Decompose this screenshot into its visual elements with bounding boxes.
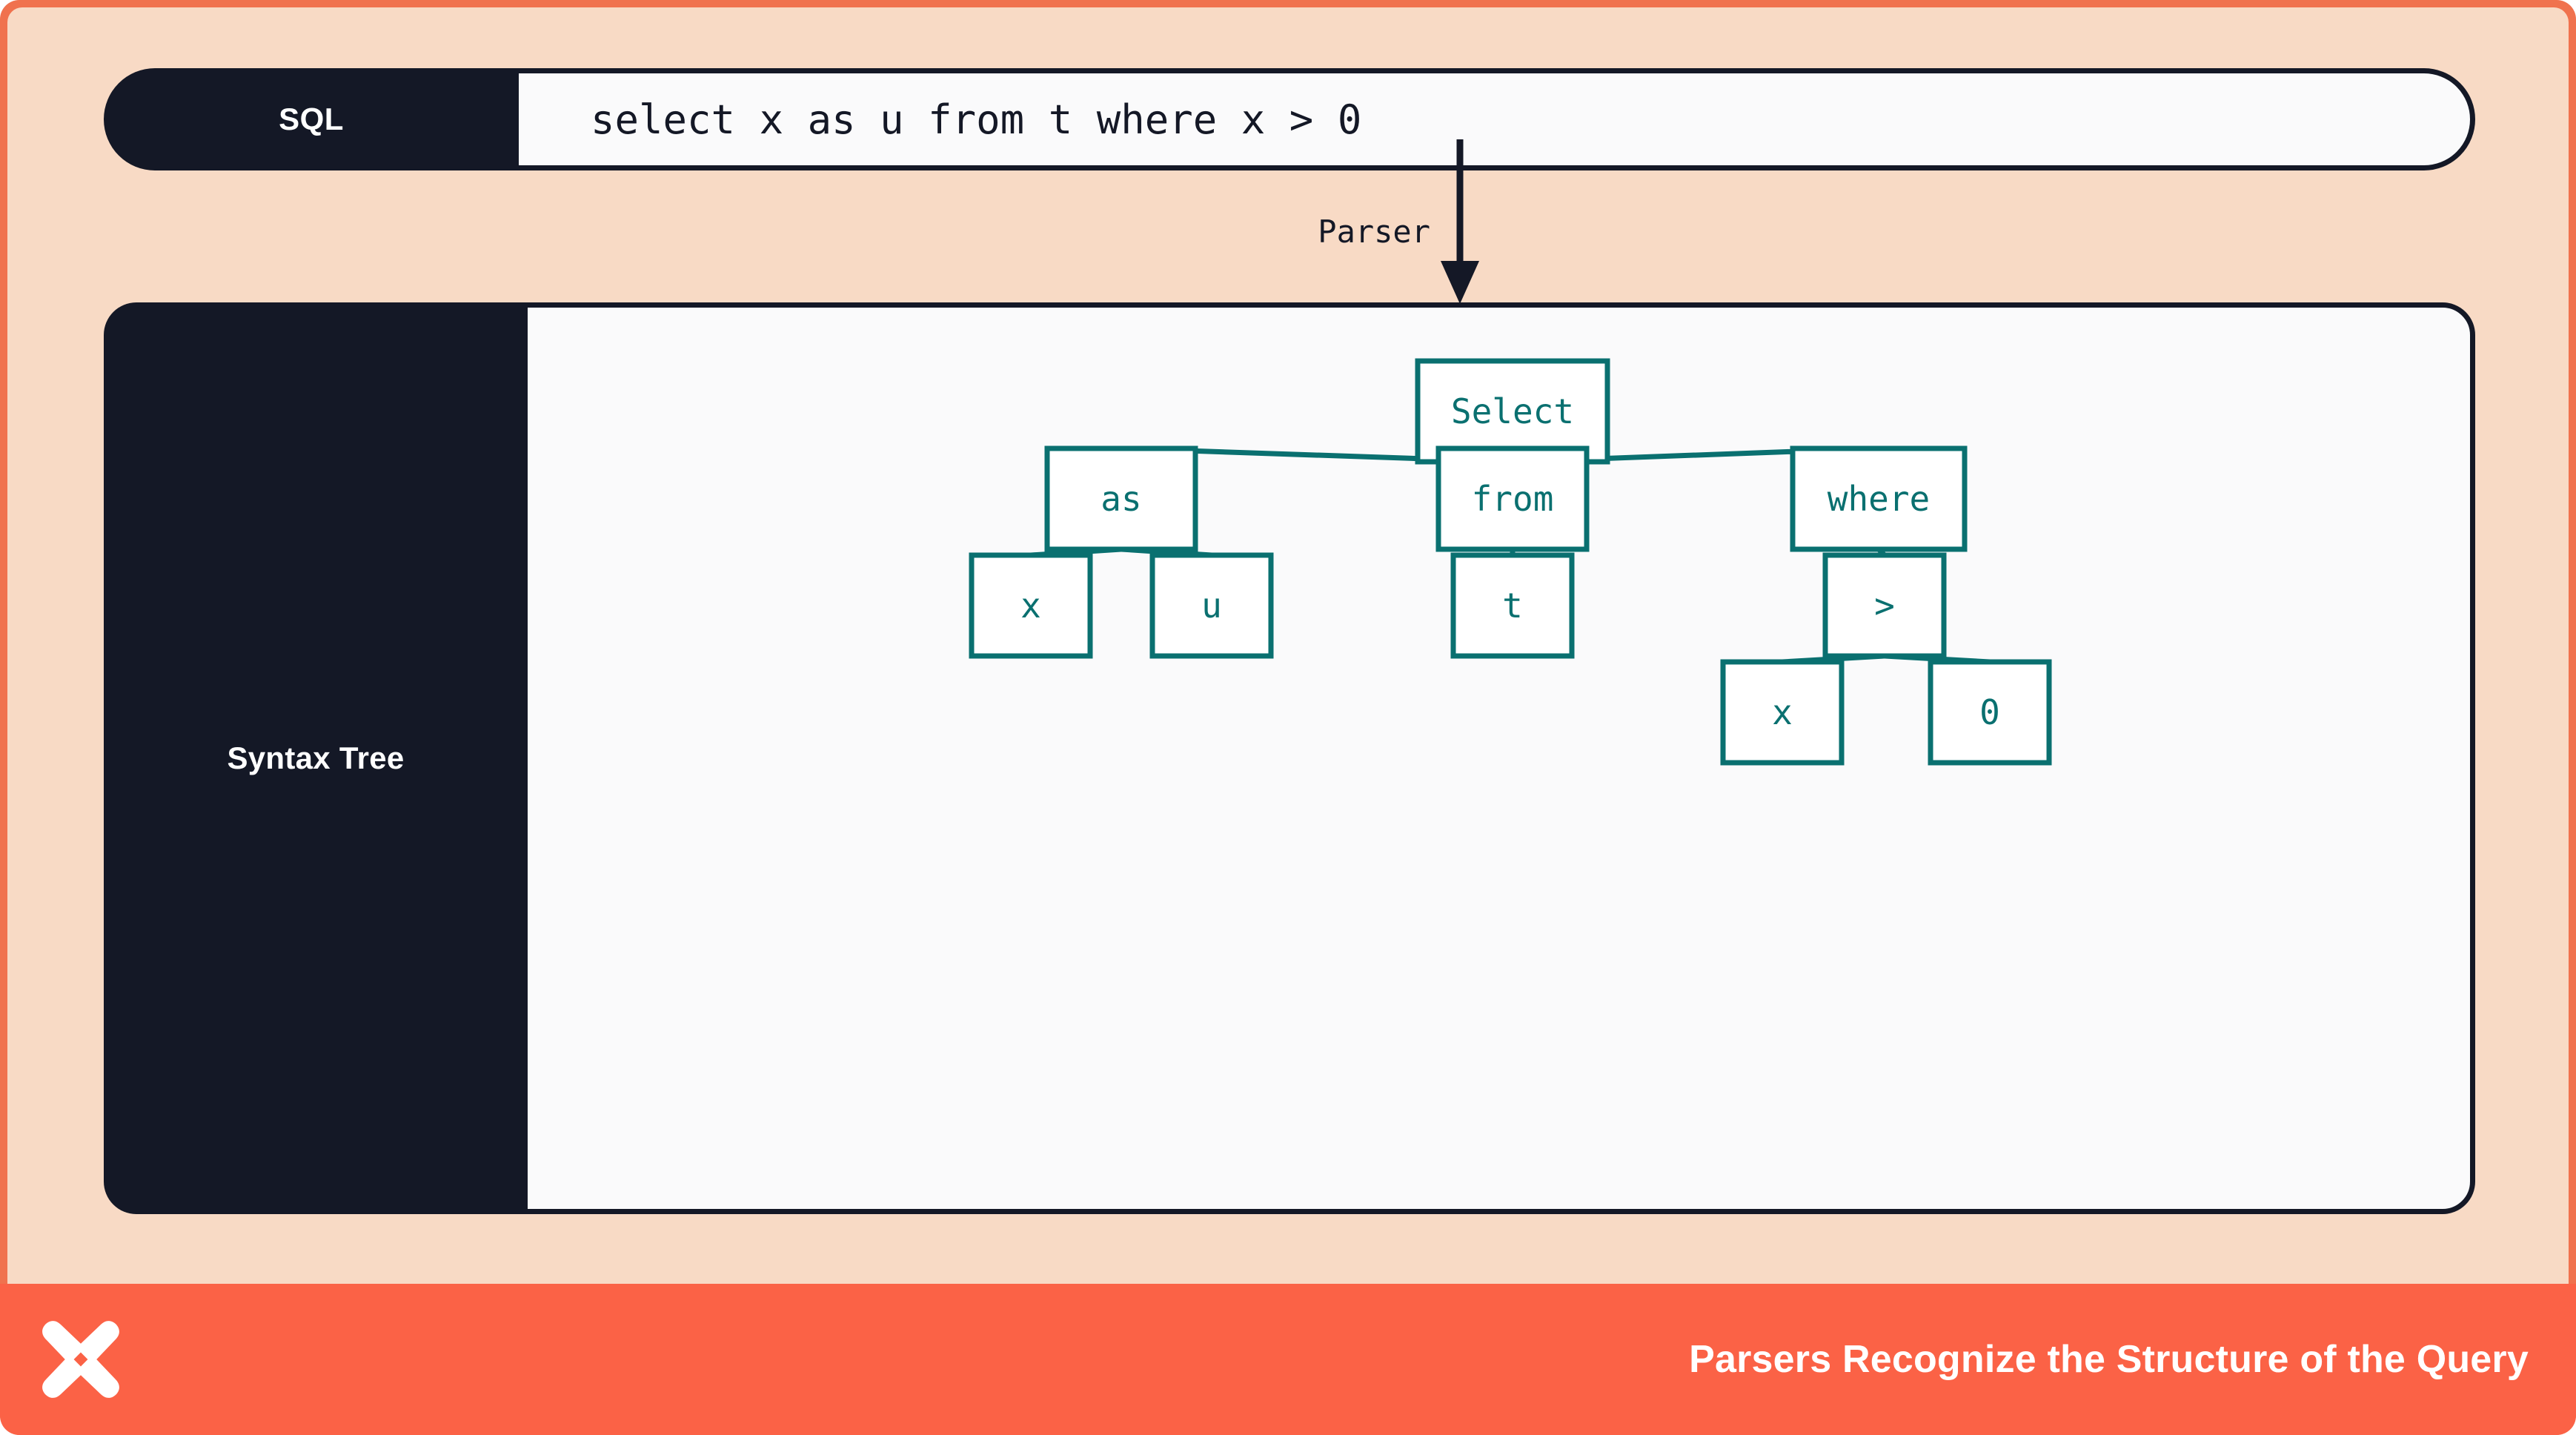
- syntax-tree-panel: Syntax Tree Select as from where x u t > x 0: [104, 302, 2475, 1214]
- tree-node-box: [1790, 445, 1968, 552]
- sql-query-box[interactable]: select x as u from t where x > 0: [504, 68, 2475, 170]
- tree-node-box: [969, 552, 1093, 659]
- tree-node-label: u: [1201, 586, 1222, 626]
- tree-node[interactable]: from: [1435, 445, 1590, 552]
- tree-node-label: >: [1874, 586, 1895, 626]
- tree-node-label: 0: [1979, 692, 2000, 732]
- syntax-tree-label: Syntax Tree: [227, 740, 405, 775]
- tree-node-box: [1450, 552, 1575, 659]
- sql-input-row: SQL select x as u from t where x > 0: [104, 68, 2475, 170]
- tree-node[interactable]: as: [1044, 445, 1198, 552]
- arrow-down-icon: [1441, 139, 1479, 304]
- parser-label: Parser: [1318, 213, 1430, 250]
- syntax-tree-canvas: Select as from where x u t > x 0: [504, 302, 2475, 1214]
- sql-label-pill: SQL: [104, 68, 519, 170]
- tree-node-label: from: [1472, 479, 1554, 519]
- tree-node-label: x: [1020, 586, 1041, 626]
- tree-node-box: [1822, 552, 1947, 659]
- tree-node[interactable]: 0: [1928, 659, 2052, 766]
- tree-node[interactable]: x: [1720, 659, 1845, 766]
- tree-node-box: [1435, 445, 1590, 552]
- tree-node-label: t: [1502, 586, 1523, 626]
- syntax-tree-graphic: Select as from where x u t > x 0: [969, 358, 2052, 766]
- footer-caption: Parsers Recognize the Structure of the Q…: [1689, 1338, 2529, 1381]
- tree-node[interactable]: >: [1822, 552, 1947, 659]
- tree-node-label: where: [1828, 479, 1930, 519]
- x-star-logo-icon[interactable]: [37, 1316, 125, 1403]
- tree-node-label: x: [1772, 692, 1793, 732]
- parser-arrow-group: Parser: [1260, 139, 1556, 304]
- tree-node-box: [1415, 358, 1610, 465]
- tree-node[interactable]: u: [1149, 552, 1274, 659]
- tree-node[interactable]: t: [1450, 552, 1575, 659]
- footer-bar: Parsers Recognize the Structure of the Q…: [0, 1284, 2576, 1435]
- tree-node[interactable]: Select: [1415, 358, 1610, 465]
- tree-node-box: [1720, 659, 1845, 766]
- tree-node-box: [1044, 445, 1198, 552]
- tree-node-label: Select: [1451, 391, 1574, 431]
- sql-label: SQL: [279, 102, 344, 136]
- tree-node-box: [1149, 552, 1274, 659]
- tree-node-label: as: [1101, 479, 1141, 519]
- syntax-tree-label-pill: Syntax Tree: [104, 302, 528, 1214]
- tree-node-box: [1928, 659, 2052, 766]
- tree-node[interactable]: where: [1790, 445, 1968, 552]
- sql-query-text: select x as u from t where x > 0: [591, 96, 1362, 143]
- tree-node[interactable]: x: [969, 552, 1093, 659]
